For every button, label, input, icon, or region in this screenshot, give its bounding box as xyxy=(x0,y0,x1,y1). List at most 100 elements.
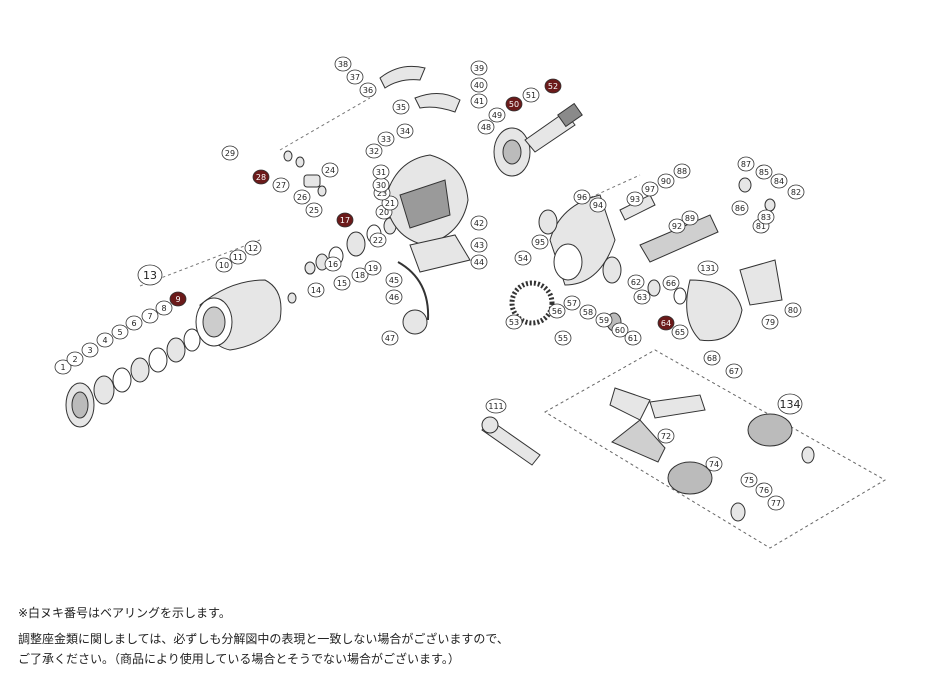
callout-bubble xyxy=(505,96,523,112)
callout-16: 16 xyxy=(324,256,342,272)
shim-note-line-2: ご了承ください。（商品により使用している場合とそうでない場合がございます。） xyxy=(18,652,460,666)
callout-bubble xyxy=(372,164,390,180)
callout-10: 10 xyxy=(215,257,233,273)
callout-19: 19 xyxy=(364,260,382,276)
callout-bubble xyxy=(141,308,159,324)
callout-45: 45 xyxy=(385,272,403,288)
callout-bubble xyxy=(470,93,488,109)
callout-bubble xyxy=(336,212,354,228)
callout-number: 39 xyxy=(474,64,484,73)
callout-number: 47 xyxy=(385,334,395,343)
callout-number: 16 xyxy=(328,260,338,269)
callout-bubble xyxy=(731,200,749,216)
callout-8: 8 xyxy=(155,300,173,316)
callout-bubble xyxy=(488,107,506,123)
callout-bubble xyxy=(470,215,488,231)
callout-bubble xyxy=(681,210,699,226)
callout-131: 131 xyxy=(697,260,719,276)
callout-number: 50 xyxy=(509,100,519,109)
callout-number: 89 xyxy=(685,214,695,223)
rotor xyxy=(379,65,471,335)
callout-bubble xyxy=(627,274,645,290)
callout-number: 18 xyxy=(355,271,365,280)
callout-18: 18 xyxy=(351,267,369,283)
callout-bubble xyxy=(641,181,659,197)
callout-number: 90 xyxy=(661,177,671,186)
callout-38: 38 xyxy=(334,56,352,72)
callout-bubble xyxy=(81,342,99,358)
callout-bubble xyxy=(377,131,395,147)
callout-1: 1 xyxy=(54,359,72,375)
callout-11: 11 xyxy=(229,249,247,265)
callout-number: 6 xyxy=(131,319,136,328)
callout-92: 92 xyxy=(668,218,686,234)
callout-51: 51 xyxy=(522,87,540,103)
callout-bubble xyxy=(369,232,387,248)
callout-35: 35 xyxy=(392,99,410,115)
callout-bubble xyxy=(137,264,163,286)
callout-47: 47 xyxy=(381,330,399,346)
callout-26: 26 xyxy=(293,189,311,205)
callout-75: 75 xyxy=(740,472,758,488)
callout-95: 95 xyxy=(531,234,549,250)
callout-number: 49 xyxy=(492,111,502,120)
callout-bubble xyxy=(657,428,675,444)
callout-number: 66 xyxy=(666,279,676,288)
shim-note-line-1: 調整座金類に関しましては、必ずしも分解図中の表現と一致しない場合がございますので… xyxy=(18,632,509,646)
callout-bubble xyxy=(531,234,549,250)
callout-number: 3 xyxy=(87,346,92,355)
callout-bubble xyxy=(784,302,802,318)
callout-number: 80 xyxy=(788,306,798,315)
callout-bubble xyxy=(589,197,607,213)
handle-assembly xyxy=(481,387,815,522)
callout-52: 52 xyxy=(544,78,562,94)
callout-bubble xyxy=(611,322,629,338)
callout-bubble xyxy=(673,163,691,179)
callout-number: 28 xyxy=(256,173,266,182)
callout-15: 15 xyxy=(333,275,351,291)
callout-61: 61 xyxy=(624,330,642,346)
leader-line xyxy=(279,97,371,151)
callout-number: 21 xyxy=(385,199,395,208)
callout-number: 35 xyxy=(396,103,406,112)
callout-84: 84 xyxy=(770,173,788,189)
callout-bubble xyxy=(624,330,642,346)
callout-17: 17 xyxy=(336,212,354,228)
callout-bubble xyxy=(351,267,369,283)
callout-bubble xyxy=(633,289,651,305)
callout-90: 90 xyxy=(657,173,675,189)
callout-27: 27 xyxy=(272,177,290,193)
callout-number: 54 xyxy=(518,254,528,263)
callout-number: 75 xyxy=(744,476,754,485)
callout-bubble xyxy=(505,314,523,330)
callout-48: 48 xyxy=(477,119,495,135)
callout-number: 17 xyxy=(340,216,350,225)
callout-number: 45 xyxy=(389,276,399,285)
callout-number: 38 xyxy=(338,60,348,69)
callout-number: 46 xyxy=(389,293,399,302)
callout-83: 83 xyxy=(757,209,775,225)
callout-number: 55 xyxy=(558,334,568,343)
callout-25: 25 xyxy=(305,202,323,218)
callout-bubble xyxy=(470,254,488,270)
callout-number: 67 xyxy=(729,367,739,376)
callout-93: 93 xyxy=(626,191,644,207)
callout-number: 56 xyxy=(552,307,562,316)
callout-number: 79 xyxy=(765,318,775,327)
callout-bubble xyxy=(272,177,290,193)
callout-13: 13 xyxy=(137,264,163,286)
callout-65: 65 xyxy=(671,324,689,340)
callout-77: 77 xyxy=(767,495,785,511)
callout-33: 33 xyxy=(377,131,395,147)
callout-bubble xyxy=(770,173,788,189)
callout-bubble xyxy=(579,304,597,320)
callout-number: 58 xyxy=(583,308,593,317)
callout-66: 66 xyxy=(662,275,680,291)
callout-bubble xyxy=(96,332,114,348)
callout-number: 7 xyxy=(147,312,152,321)
callout-9: 9 xyxy=(169,291,187,307)
callout-49: 49 xyxy=(488,107,506,123)
callout-number: 19 xyxy=(368,264,378,273)
callout-number: 86 xyxy=(735,204,745,213)
callout-bubble xyxy=(125,315,143,331)
